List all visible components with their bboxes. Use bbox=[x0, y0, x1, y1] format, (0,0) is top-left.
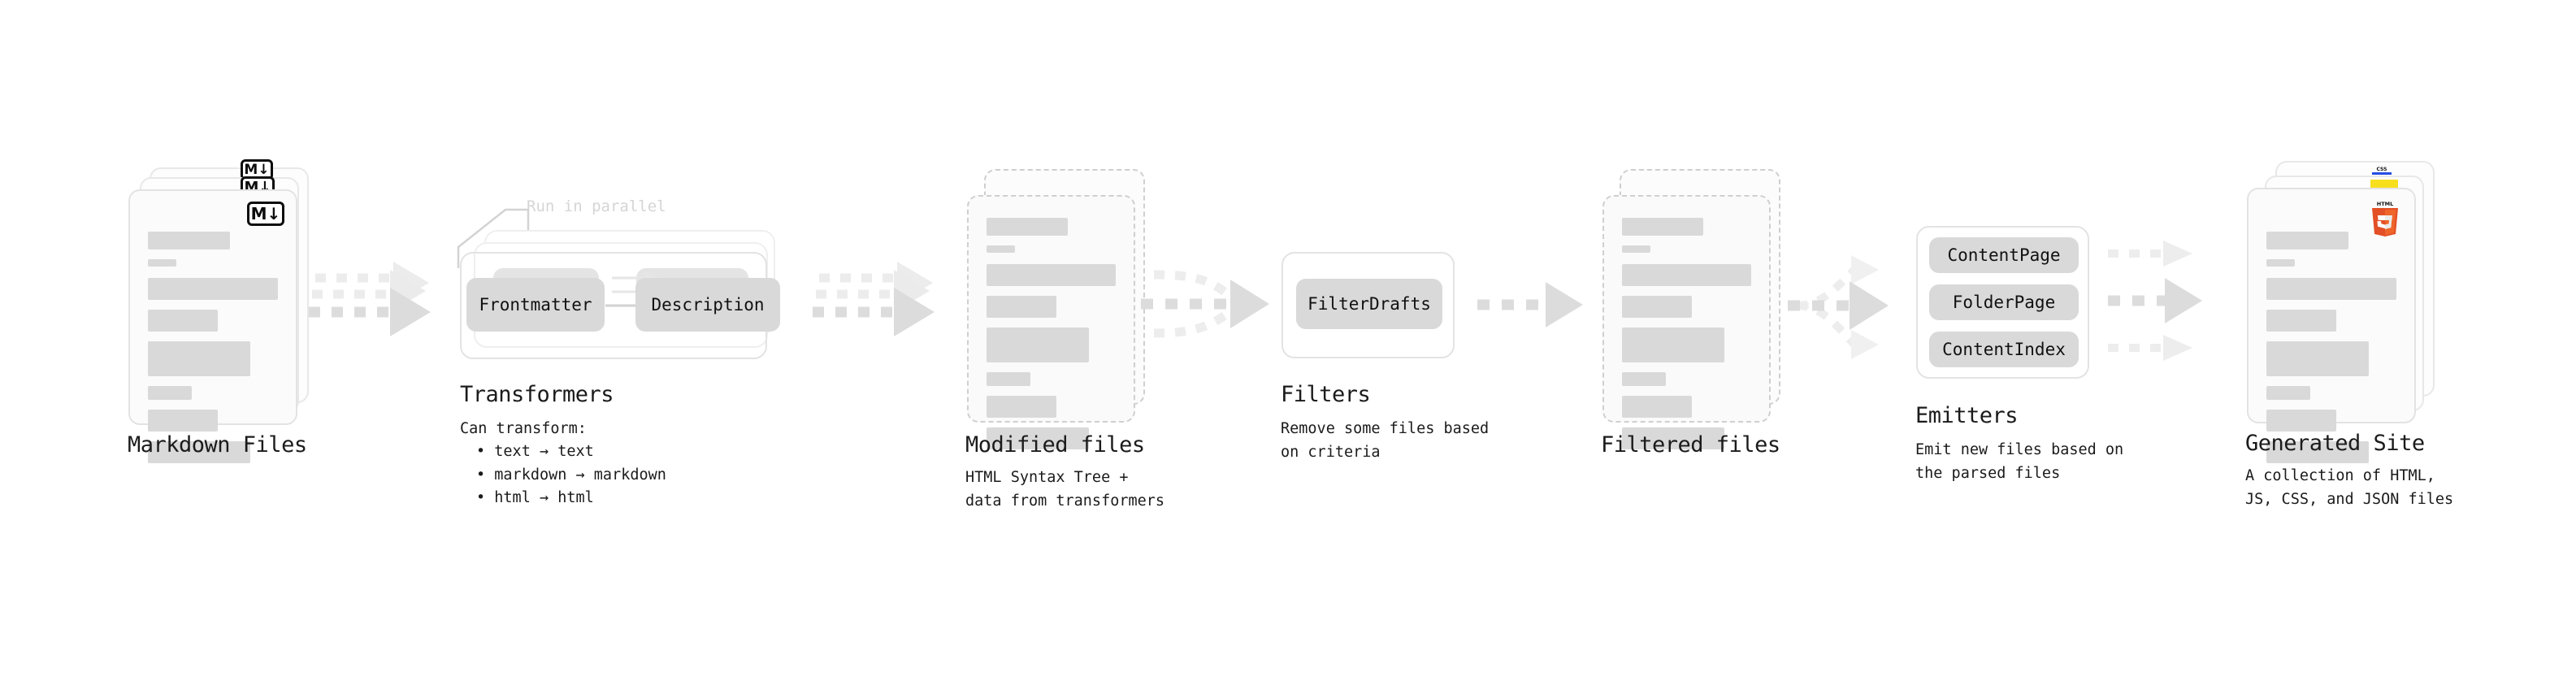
chip-contentpage[interactable]: ContentPage bbox=[1929, 237, 2079, 273]
modified-files-caption: Modified files bbox=[965, 432, 1145, 458]
content-bar bbox=[148, 341, 251, 376]
generated-card-front: HTML bbox=[2247, 188, 2416, 463]
generated-site-caption: Generated Site bbox=[2245, 431, 2425, 456]
html5-icon: HTML bbox=[2372, 201, 2398, 236]
filters-desc: Remove some files based on criteria bbox=[1281, 420, 1490, 461]
content-bar bbox=[987, 218, 1069, 236]
content-bar bbox=[987, 427, 1089, 449]
markdown-card-content bbox=[148, 232, 278, 473]
emitters-caption: Emitters bbox=[1915, 403, 2019, 428]
modified-card-content bbox=[987, 218, 1116, 459]
content-bar bbox=[1622, 427, 1724, 449]
content-bar bbox=[987, 264, 1116, 286]
content-bar bbox=[148, 410, 219, 432]
content-bar bbox=[148, 232, 230, 249]
arrow-modified-to-filters bbox=[1141, 270, 1269, 338]
filters-box: FilterDrafts bbox=[1281, 252, 1455, 358]
modified-card-front bbox=[967, 195, 1135, 449]
content-bar bbox=[1622, 264, 1751, 286]
chip-description[interactable]: Description bbox=[635, 278, 780, 332]
content-bar bbox=[148, 441, 251, 463]
content-bar bbox=[2266, 232, 2348, 249]
content-bar bbox=[2266, 341, 2370, 376]
content-bar bbox=[1622, 396, 1692, 418]
arrow-markdown-to-transformers bbox=[309, 262, 431, 336]
content-bar bbox=[987, 327, 1089, 362]
markdown-icon: M↓ bbox=[247, 202, 284, 226]
filtered-card-content bbox=[1622, 218, 1751, 459]
transformers-desc-intro: Can transform: bbox=[460, 420, 587, 437]
arrow-emitters-to-generated bbox=[2108, 241, 2202, 361]
content-bar bbox=[148, 310, 219, 332]
svg-text:HTML: HTML bbox=[2377, 201, 2393, 207]
chip-contentindex[interactable]: ContentIndex bbox=[1929, 332, 2079, 367]
chip-frontmatter[interactable]: Frontmatter bbox=[466, 278, 605, 332]
markdown-files-caption: Markdown Files bbox=[128, 432, 307, 458]
content-bar bbox=[2266, 259, 2296, 267]
arrow-transformers-to-modified bbox=[813, 262, 935, 336]
content-bar bbox=[987, 296, 1056, 318]
content-bar bbox=[2266, 310, 2337, 332]
content-bar bbox=[148, 386, 193, 400]
filters-caption: Filters bbox=[1281, 382, 1371, 407]
content-bar bbox=[1622, 327, 1724, 362]
content-bar bbox=[2266, 410, 2337, 432]
markdown-card-front: M↓ bbox=[128, 189, 297, 463]
content-bar bbox=[987, 245, 1015, 253]
emitters-box: ContentPage FolderPage ContentIndex bbox=[1916, 226, 2089, 379]
content-bar bbox=[148, 278, 278, 300]
content-bar bbox=[148, 259, 177, 267]
arrow-filtered-to-emitters bbox=[1788, 255, 1889, 359]
filtered-files-caption: Filtered files bbox=[1601, 432, 1780, 458]
content-bar bbox=[2266, 441, 2370, 463]
emitters-desc: Emit new files based on the parsed files bbox=[1915, 441, 2124, 482]
modified-files-desc: HTML Syntax Tree + data from transformer… bbox=[965, 469, 1165, 510]
chip-filterdrafts[interactable]: FilterDrafts bbox=[1296, 279, 1442, 329]
content-bar bbox=[1622, 218, 1704, 236]
content-bar bbox=[1622, 372, 1667, 386]
content-bar bbox=[2266, 278, 2396, 300]
content-bar bbox=[1622, 245, 1650, 253]
transformers-caption: Transformers bbox=[460, 382, 614, 407]
arrow-filters-to-filtered bbox=[1477, 282, 1583, 327]
content-bar bbox=[987, 396, 1056, 418]
generated-card-content bbox=[2266, 232, 2396, 473]
content-bar bbox=[987, 372, 1031, 386]
content-bar bbox=[2266, 386, 2311, 400]
run-in-parallel-label: Run in parallel bbox=[527, 197, 666, 215]
generated-site-desc: A collection of HTML, JS, CSS, and JSON … bbox=[2245, 467, 2454, 508]
filtered-card-front bbox=[1602, 195, 1771, 449]
chip-folderpage[interactable]: FolderPage bbox=[1929, 284, 2079, 320]
transformers-bullets: • text → text • markdown → markdown • ht… bbox=[476, 443, 666, 507]
content-bar bbox=[1622, 296, 1692, 318]
